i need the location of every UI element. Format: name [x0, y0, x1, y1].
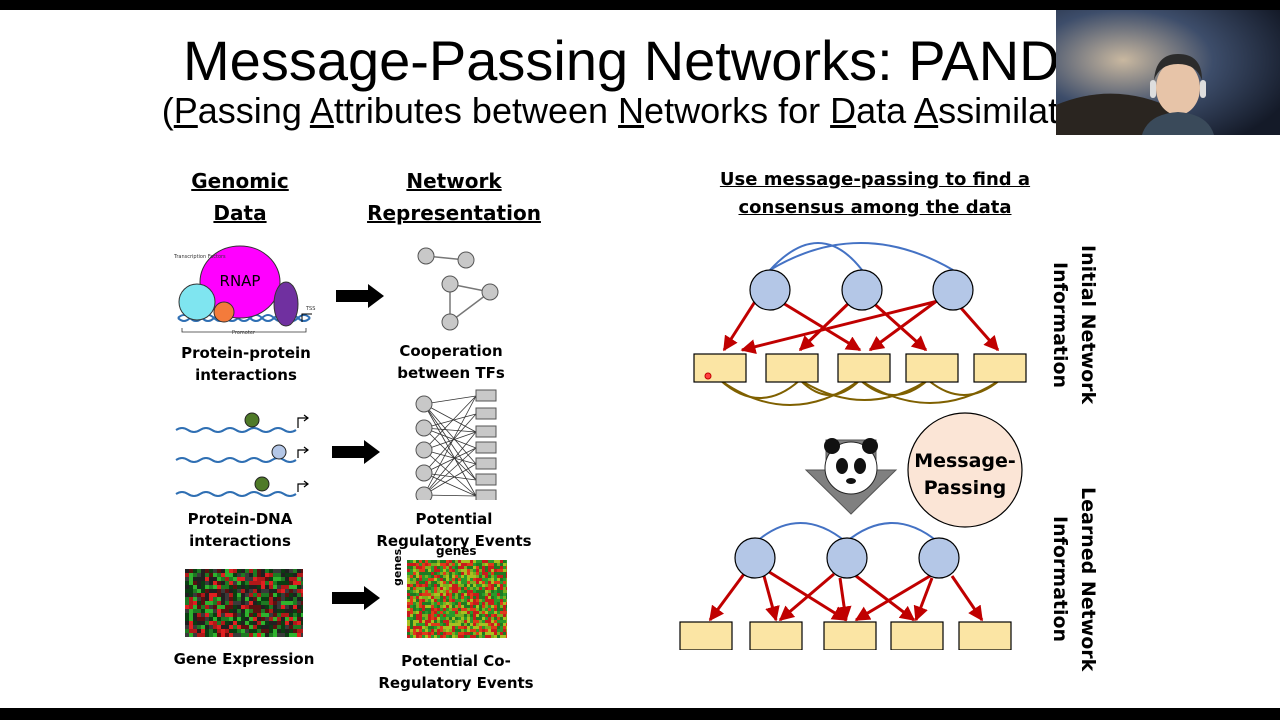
gene-expression-caption: Gene Expression: [173, 650, 315, 668]
panda-arrow-icon: [804, 438, 898, 515]
gene-box-initial: [693, 353, 747, 383]
presenter-video: [1056, 10, 1280, 135]
tf-node: [417, 247, 435, 265]
tf-node-initial: [749, 269, 791, 311]
gene-box-learned: [890, 621, 944, 650]
tf-node: [415, 486, 433, 500]
tf-node-learned: [918, 537, 960, 579]
gene-node: [475, 441, 497, 454]
coregulatory-caption: Potential Co-Regulatory Events: [378, 652, 534, 692]
tf-ellipse-purple: [273, 281, 299, 327]
tf-node: [481, 283, 499, 301]
coexpression-matrix: [407, 560, 507, 638]
gene-box-learned: [958, 621, 1012, 650]
slide-subtitle: (Passing Attributes between Networks for…: [161, 90, 1119, 131]
matrix-top-label: genes: [436, 544, 477, 558]
slide-title: Message-Passing Networks: PANDA: [183, 29, 1097, 92]
matrix-side-label: genes: [391, 548, 404, 586]
gene-box-learned: [679, 621, 733, 650]
tf-node: [457, 251, 475, 269]
cooperation-network-diagram: [417, 247, 499, 331]
tf-node: [415, 441, 433, 459]
arrow-row2-icon: [332, 440, 380, 464]
rnap-blob: [199, 245, 281, 319]
arrow-row1-icon: [336, 284, 384, 308]
tf-circle-orange: [213, 301, 235, 323]
expression-heatmap: [185, 569, 303, 637]
gene-node: [475, 407, 497, 420]
gene-node: [475, 457, 497, 470]
tf-node: [441, 275, 459, 293]
gene-box-learned: [749, 621, 803, 650]
protein-protein-diagram: RNAP Transcription Factors TSS Promoter: [173, 245, 315, 336]
tf-circle-cyan: [178, 283, 216, 321]
tf-node-initial: [932, 269, 974, 311]
tf-dot-blue: [271, 444, 287, 460]
tss-label: TSS: [305, 306, 315, 312]
panda-network-diagram: Message- Passing: [679, 242, 1027, 650]
tf-node: [415, 464, 433, 482]
gene-node: [475, 389, 497, 402]
gene-box-initial: [973, 353, 1027, 383]
tf-node-learned: [826, 537, 868, 579]
gene-box-learned: [823, 621, 877, 650]
webcam-overlay: [1056, 10, 1280, 135]
learned-network: [679, 522, 1012, 650]
gene-node: [475, 473, 497, 486]
tf-node-initial: [841, 269, 883, 311]
gene-node: [475, 489, 497, 500]
tf-node: [415, 419, 433, 437]
protein-dna-diagram: [175, 412, 309, 497]
tf-small-label: Transcription Factors: [173, 254, 226, 260]
svg-text:Message-: Message-: [914, 450, 1016, 472]
tf-node: [441, 313, 459, 331]
rnap-label: RNAP: [220, 272, 261, 290]
tf-dot-green: [244, 412, 260, 428]
regulatory-bipartite-diagram: [415, 389, 497, 500]
tf-node-learned: [734, 537, 776, 579]
promoter-label: Promoter: [232, 330, 256, 336]
gene-box-initial: [905, 353, 959, 383]
gene-node: [475, 425, 497, 438]
cursor-dot-icon: [704, 372, 712, 380]
gene-box-initial: [837, 353, 891, 383]
tf-node: [415, 395, 433, 413]
gene-box-initial: [765, 353, 819, 383]
svg-text:Passing: Passing: [924, 477, 1007, 499]
message-passing-bubble: Message- Passing: [907, 412, 1023, 528]
dna-strands: [175, 427, 297, 497]
tf-dot-green: [254, 476, 270, 492]
arrow-row3-icon: [332, 586, 380, 610]
initial-network: [693, 242, 1027, 406]
